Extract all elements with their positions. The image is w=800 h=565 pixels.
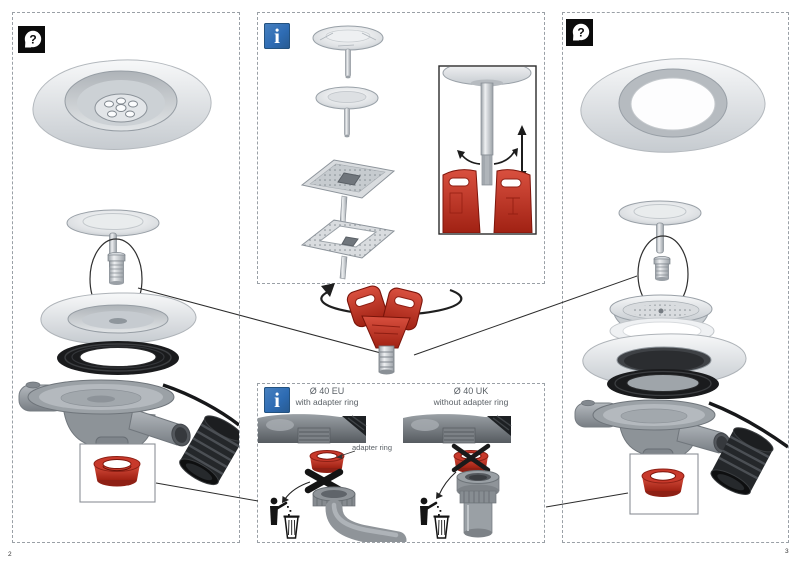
- page-number-right: 3: [785, 548, 789, 555]
- flange-plate: [40, 292, 197, 345]
- threaded-connector: [107, 252, 126, 285]
- info-glyph: i: [274, 23, 280, 48]
- strainer-variant-dome: [312, 25, 384, 79]
- adapter-ring-label: adapter ring: [352, 443, 393, 452]
- left-exploded-diagram: [18, 59, 239, 503]
- strainer-variants-diagram: [300, 25, 537, 280]
- uk-title: Ø 40 UK: [453, 386, 489, 396]
- service-key-blades: [442, 169, 533, 233]
- right-page-panel: [562, 12, 789, 543]
- adapter-ring-pointer: [336, 450, 356, 459]
- adapter-instructions-panel: [257, 383, 545, 543]
- page-number-left: 2: [8, 551, 12, 558]
- info-glyph: i: [274, 387, 280, 412]
- tool-stem: [480, 82, 494, 156]
- drain-outlet-photo: [403, 414, 512, 444]
- discard-arrow: [436, 471, 457, 499]
- waste-cable: [708, 401, 788, 449]
- adapter-instructions-diagram: [258, 414, 512, 542]
- drain-outlet-photo: [258, 414, 367, 444]
- strainer-options-panel: [257, 12, 545, 284]
- rubber-gasket: [57, 341, 179, 375]
- waste-cable: [162, 383, 239, 427]
- corrugated-hose: [710, 427, 774, 495]
- adapter-ring: [309, 450, 345, 473]
- uk-subtitle: without adapter ring: [433, 397, 509, 407]
- left-page-panel: [12, 12, 240, 543]
- uk-caption: Ø 40 UK without adapter ring: [421, 386, 521, 408]
- info-icon: i: [264, 23, 290, 49]
- drain-trap-body: [18, 379, 191, 459]
- discard-arrow: [282, 481, 311, 503]
- threaded-connector: [653, 256, 671, 281]
- strainer-variant-square-frame: [300, 219, 396, 280]
- info-icon: i: [264, 387, 290, 413]
- strainer-variant-flat: [315, 86, 379, 138]
- corrugated-hose: [179, 415, 239, 486]
- disposal-pictogram: [270, 497, 300, 539]
- sink-flange-strainer: [32, 59, 212, 151]
- service-key-tool: [346, 285, 423, 375]
- question-glyph: ?: [577, 26, 584, 40]
- rotation-arrow: [320, 283, 463, 316]
- strainer-cap: [618, 200, 702, 254]
- eu-title: Ø 40 EU: [309, 386, 345, 396]
- help-question-icon: ?: [18, 26, 45, 53]
- rubber-gasket: [607, 369, 719, 399]
- strainer-variant-square-grate: [300, 159, 396, 226]
- adapter-ring: [93, 456, 141, 487]
- rotate-arrow-right: [493, 151, 515, 165]
- adapter-ring-crossed: [451, 443, 491, 473]
- eu-subtitle: with adapter ring: [295, 397, 359, 407]
- adapter-ring-box: [79, 443, 156, 503]
- eu-caption: Ø 40 EU with adapter ring: [277, 386, 377, 408]
- sink-flange-open: [580, 58, 766, 153]
- uk-column: [403, 414, 512, 539]
- right-exploded-diagram: [574, 58, 788, 515]
- eu-column: [258, 414, 407, 542]
- question-glyph: ?: [29, 33, 36, 47]
- adapter-ring: [641, 468, 685, 497]
- strainer-cap: [66, 209, 160, 270]
- help-question-icon: ?: [566, 19, 593, 46]
- straight-adapter: [456, 470, 500, 538]
- elbow-pipe: [312, 486, 407, 542]
- tool-detail-inset: [438, 65, 537, 235]
- adapter-ring-box: [629, 453, 699, 515]
- disposal-pictogram: [420, 497, 450, 539]
